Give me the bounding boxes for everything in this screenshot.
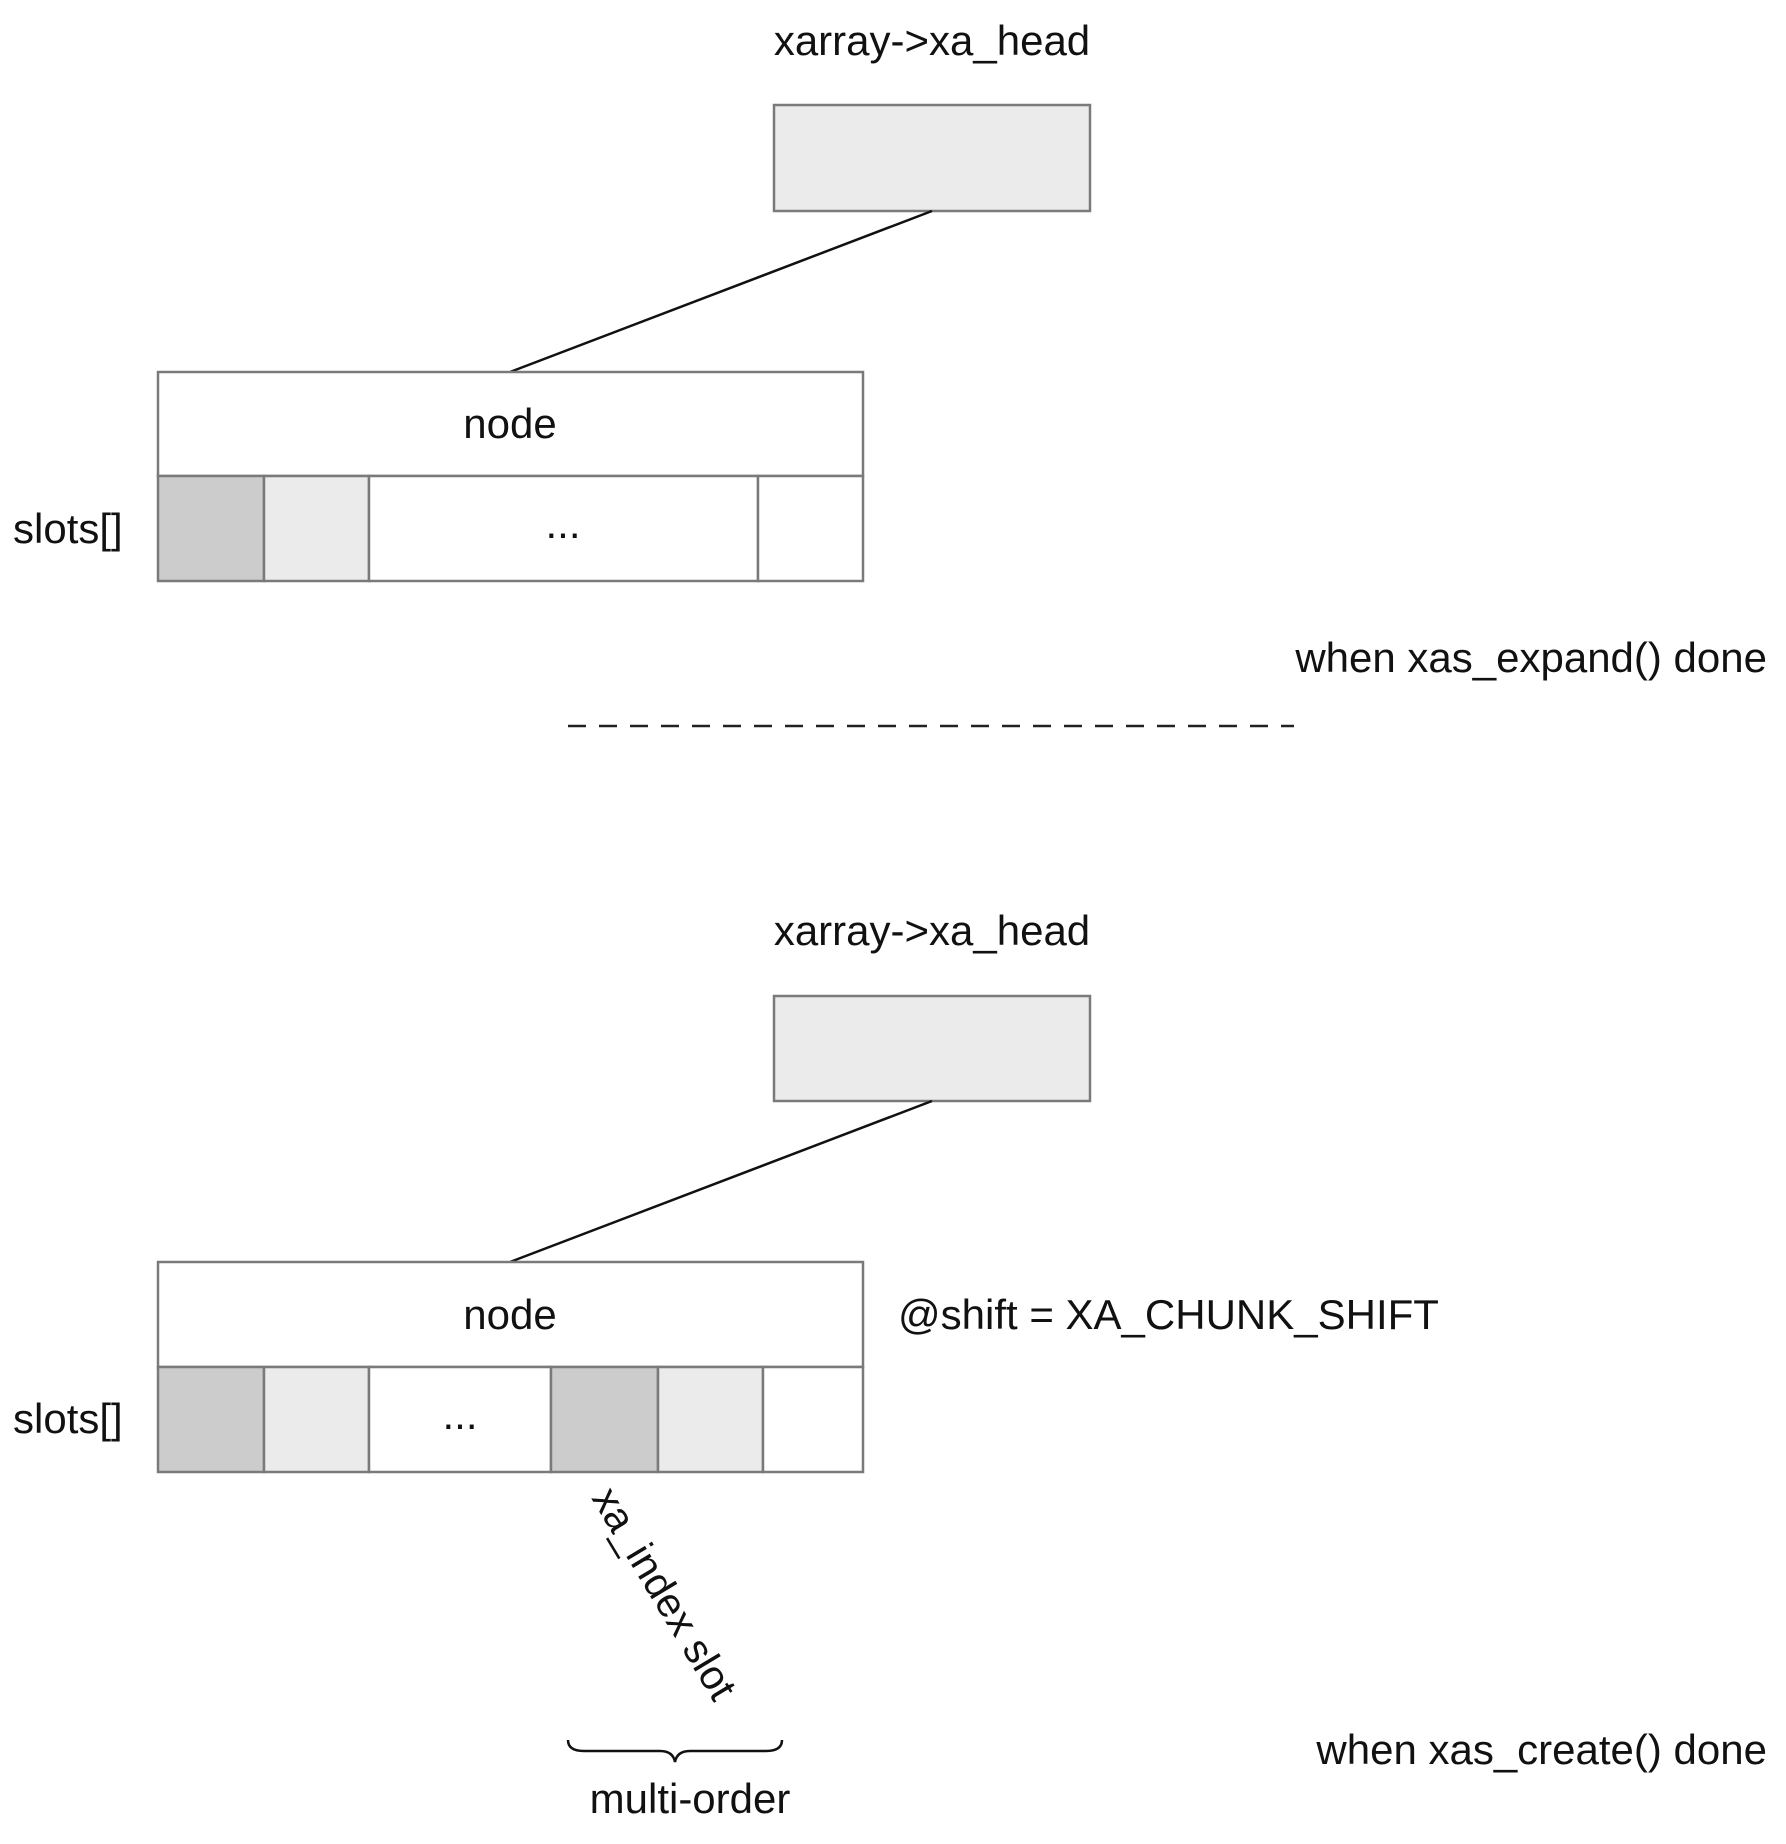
bottom-head-to-node-line (509, 1099, 933, 1264)
multi-order-brace (566, 1739, 784, 1763)
shift-label: @shift = XA_CHUNK_SHIFT (898, 1291, 1439, 1338)
bottom-slot-xa-index (549, 1365, 660, 1474)
bottom-slot-multi-order-tail (656, 1365, 765, 1474)
bottom-slot-ellipsis (367, 1365, 553, 1474)
top-slots-label: slots[] (13, 505, 123, 552)
top-slot-1 (262, 474, 371, 583)
bottom-xa-head-box (772, 994, 1092, 1103)
bottom-xa-head-label: xarray->xa_head (774, 907, 1090, 954)
bottom-ellipsis: ... (442, 1391, 477, 1438)
top-slots-row (156, 474, 865, 583)
bottom-slot-0 (156, 1365, 266, 1474)
bottom-slot-1 (262, 1365, 371, 1474)
bottom-caption: when xas_create() done (1315, 1726, 1767, 1773)
top-slot-0 (156, 474, 266, 583)
top-slot-last (756, 474, 865, 583)
top-slot-ellipsis (367, 474, 760, 583)
top-ellipsis: ... (545, 500, 580, 547)
bottom-node-box (156, 1260, 865, 1369)
top-node-label: node (463, 400, 556, 447)
bottom-slots-label: slots[] (13, 1395, 123, 1442)
bottom-slot-last (761, 1365, 865, 1474)
multi-order-label: multi-order (590, 1775, 791, 1822)
xa-index-slot-label: xa_index slot (583, 1479, 746, 1708)
bottom-panel: xarray->xa_head node @shift = XA_CHUNK_S… (13, 907, 1767, 1822)
bottom-node-label: node (463, 1291, 556, 1338)
top-node-box (156, 370, 865, 478)
top-xa-head-box (772, 103, 1092, 213)
top-head-to-node-line (509, 209, 933, 374)
top-xa-head-label: xarray->xa_head (774, 17, 1090, 64)
bottom-slots-row (156, 1365, 865, 1474)
top-caption: when xas_expand() done (1294, 634, 1767, 681)
top-panel: xarray->xa_head node slots[] ... when xa… (13, 17, 1767, 681)
